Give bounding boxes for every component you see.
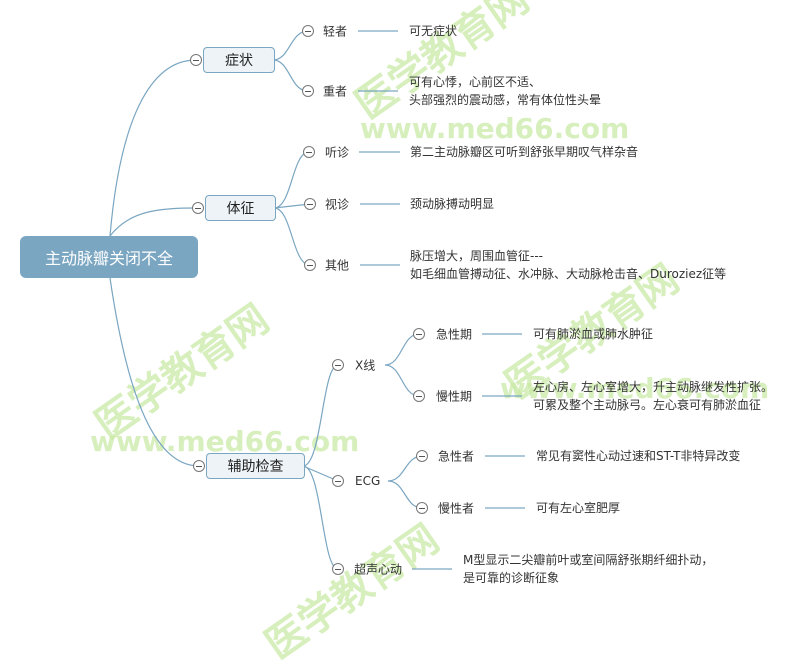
collapse-icon[interactable] (413, 390, 425, 402)
collapse-icon[interactable] (413, 328, 425, 340)
collapse-icon[interactable] (192, 202, 204, 214)
leaf-text[interactable]: 常见有窦性心动过速和ST-T非特异改变 (536, 447, 740, 465)
leaf-text[interactable]: 脉压增大，周围血管征--- 如毛细血管搏动征、水冲脉、大动脉枪击音、Durozie… (410, 247, 726, 283)
leaf-text[interactable]: 可有左心室肥厚 (536, 499, 620, 517)
leaf-line: 颈动脉搏动明显 (410, 197, 495, 211)
branch-signs[interactable]: 体征 (205, 195, 276, 221)
collapse-icon[interactable] (332, 359, 344, 371)
leaf-line: 可无症状 (409, 24, 458, 38)
leaf-line: 头部强烈的震动感，常有体位性头晕 (409, 93, 602, 107)
branch-exams[interactable]: 辅助检查 (206, 453, 305, 479)
leaf-text[interactable]: 可无症状 (409, 22, 457, 40)
collapse-icon[interactable] (416, 450, 428, 462)
node-label[interactable]: X线 (355, 358, 376, 373)
node-label[interactable]: 视诊 (325, 197, 350, 212)
branch-symptoms[interactable]: 症状 (203, 47, 275, 73)
node-label[interactable]: 其他 (325, 258, 350, 273)
leaf-line: M型显示二尖瓣前叶或室间隔舒张期纤细扑动， (463, 553, 714, 567)
leaf-line: 可累及整个主动脉弓。左心衰可有肺淤血征 (533, 398, 762, 412)
leaf-text[interactable]: 可有心悸，心前区不适、头部强烈的震动感，常有体位性头晕 (409, 73, 601, 109)
leaf-line: 常见有窦性心动过速和ST-T非特异改变 (536, 449, 741, 463)
leaf-line: 脉压增大，周围血管征--- (410, 249, 543, 263)
watermark: www.med66.com (500, 372, 770, 405)
collapse-icon[interactable] (193, 460, 205, 472)
leaf-line: 可有心悸，心前区不适、 (409, 75, 542, 89)
node-label[interactable]: ECG (355, 474, 381, 488)
node-label[interactable]: 听诊 (325, 145, 350, 160)
collapse-icon[interactable] (190, 54, 202, 66)
leaf-line: 可有左心室肥厚 (536, 501, 621, 515)
node-label[interactable]: 重者 (323, 84, 348, 99)
leaf-text[interactable]: 可有肺淤血或肺水肿征 (533, 325, 653, 343)
leaf-line: 第二主动脉瓣区可听到舒张早期叹气样杂音 (410, 145, 639, 159)
leaf-line: 如毛细血管搏动征、水冲脉、大动脉枪击音、Duroziez征等 (410, 267, 727, 281)
watermark: www.med66.com (90, 425, 360, 458)
collapse-icon[interactable] (304, 259, 316, 271)
collapse-icon[interactable] (302, 25, 314, 37)
leaf-text[interactable]: 颈动脉搏动明显 (410, 195, 494, 213)
leaf-text[interactable]: 第二主动脉瓣区可听到舒张早期叹气样杂音 (410, 143, 638, 161)
node-label[interactable]: 轻者 (323, 24, 348, 39)
leaf-text[interactable]: M型显示二尖瓣前叶或室间隔舒张期纤细扑动， 是可靠的诊断征象 (463, 551, 713, 587)
collapse-icon[interactable] (416, 502, 428, 514)
node-label[interactable]: 急性者 (438, 449, 475, 464)
leaf-line: 是可靠的诊断征象 (463, 571, 560, 585)
collapse-icon[interactable] (302, 85, 314, 97)
connectors (109, 30, 525, 570)
leaf-text[interactable]: 左心房、左心室增大，升主动脉继发性扩张。可累及整个主动脉弓。左心衰可有肺淤血征 (533, 378, 773, 414)
leaf-line: 左心房、左心室增大，升主动脉继发性扩张。 (533, 380, 774, 394)
leaf-line: 可有肺淤血或肺水肿征 (533, 327, 654, 341)
node-label[interactable]: 超声心动 (354, 562, 403, 577)
collapse-icon[interactable] (332, 563, 344, 575)
node-label[interactable]: 急性期 (436, 327, 473, 342)
root-node[interactable]: 主动脉瓣关闭不全 (20, 236, 198, 278)
collapse-icon[interactable] (332, 475, 344, 487)
collapse-icon[interactable] (303, 146, 315, 158)
node-label[interactable]: 慢性期 (436, 389, 473, 404)
collapse-icon[interactable] (304, 198, 316, 210)
node-label[interactable]: 慢性者 (438, 501, 475, 516)
watermark: www.med66.com (360, 112, 630, 145)
